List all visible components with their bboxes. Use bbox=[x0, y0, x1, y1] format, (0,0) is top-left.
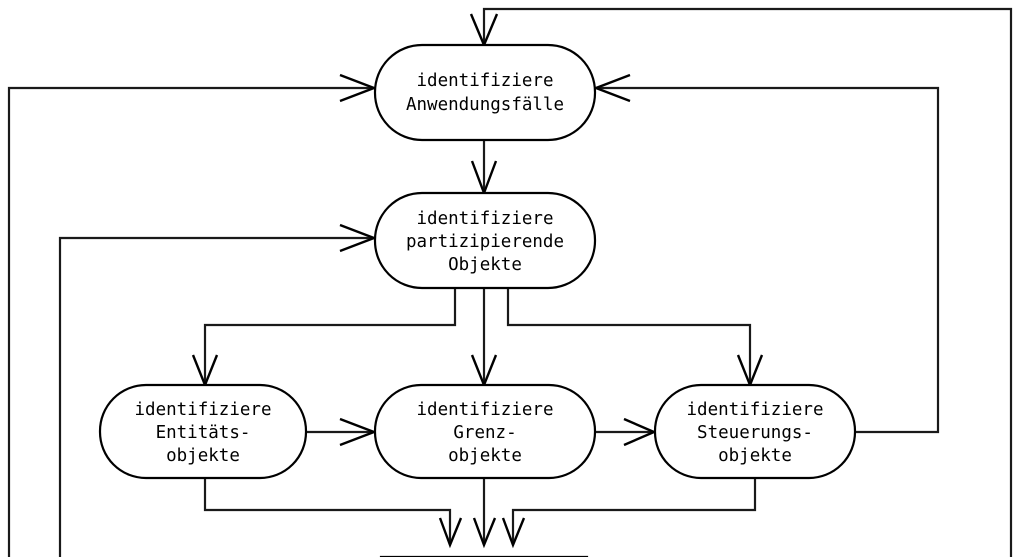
edge-entitaets-to-bottom bbox=[203, 478, 463, 549]
node-label-entitaets-line1: identifiziere bbox=[135, 400, 272, 420]
edge-partizipierende-to-entitaets bbox=[191, 288, 457, 389]
edge-grenz-to-bottom bbox=[472, 478, 497, 549]
node-label-entitaets-line3: objekte bbox=[166, 446, 240, 466]
node-label-entitaets-line2: Entitäts- bbox=[156, 423, 251, 443]
node-identifiziere-entitaetsobjekte[interactable]: identifiziere Entitäts- objekte bbox=[98, 383, 308, 480]
edge-anwendungsfaelle-to-partizipierende bbox=[470, 140, 498, 197]
node-shape-anwendungsfaelle[interactable] bbox=[373, 43, 597, 142]
node-label-steuerungs-line2: Steuerungs- bbox=[697, 423, 813, 443]
edge-partizipierende-to-grenz bbox=[470, 288, 498, 389]
node-identifiziere-anwendungsfaelle[interactable]: identifiziere Anwendungsfälle bbox=[373, 43, 597, 142]
edge-grenz-to-steuerungs bbox=[596, 417, 658, 447]
node-shape-steuerungsobjekte[interactable] bbox=[653, 383, 857, 480]
node-label-grenz-line3: objekte bbox=[448, 446, 522, 466]
node-identifiziere-steuerungsobjekte[interactable]: identifiziere Steuerungs- objekte bbox=[653, 383, 857, 480]
edge-steuerungs-to-bottom bbox=[501, 478, 757, 549]
node-label-partizipierende-line3: Objekte bbox=[448, 255, 522, 275]
node-shape-entitaetsobjekte[interactable] bbox=[98, 383, 308, 480]
edge-partizipierende-to-steuerungs bbox=[506, 288, 764, 389]
edge-feedback-right-top-node bbox=[592, 73, 940, 434]
node-label-grenz-line1: identifiziere bbox=[417, 400, 554, 420]
node-label-steuerungs-line1: identifiziere bbox=[687, 400, 824, 420]
node-identifiziere-partizipierende-objekte[interactable]: identifiziere partizipierende Objekte bbox=[373, 191, 597, 290]
edge-feedback-left-top-node bbox=[7, 73, 378, 557]
node-label-anwendungsfaelle-line2: Anwendungsfälle bbox=[406, 95, 564, 115]
node-label-partizipierende-line1: identifiziere bbox=[417, 209, 554, 229]
node-label-steuerungs-line3: objekte bbox=[718, 446, 792, 466]
node-shape-grenzobjekte[interactable] bbox=[373, 383, 597, 480]
node-identifiziere-grenzobjekte[interactable]: identifiziere Grenz- objekte bbox=[373, 383, 597, 480]
node-label-partizipierende-line2: partizipierende bbox=[406, 232, 564, 252]
node-shape-partizipierende-objekte[interactable] bbox=[373, 191, 597, 290]
node-label-grenz-line2: Grenz- bbox=[453, 423, 516, 443]
edge-entitaets-to-grenz bbox=[306, 417, 378, 447]
node-label-anwendungsfaelle-line1: identifiziere bbox=[417, 71, 554, 91]
